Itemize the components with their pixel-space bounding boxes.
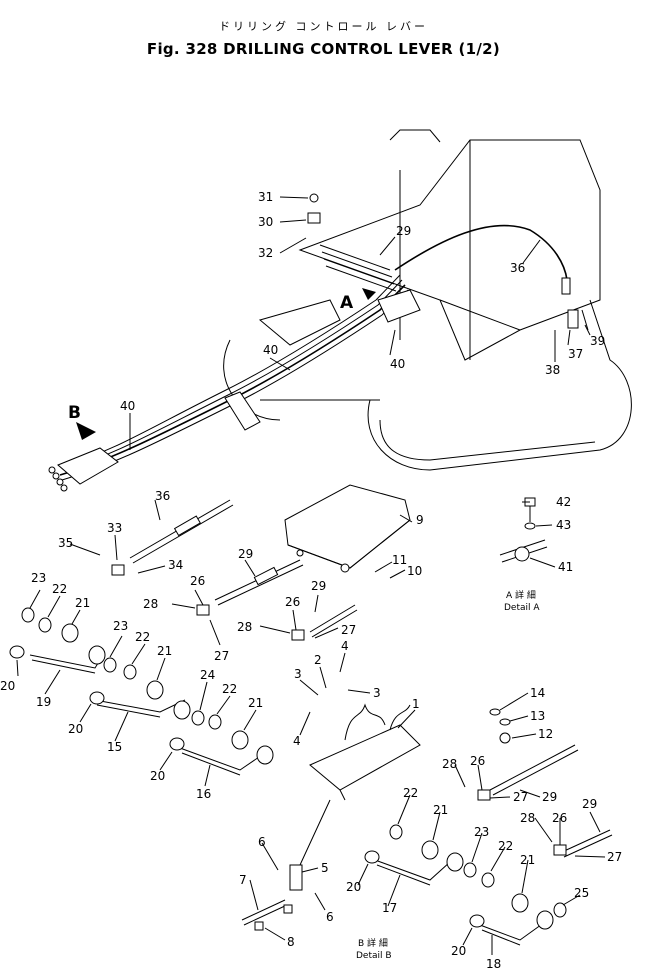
callout-38: 38 bbox=[545, 363, 560, 377]
detail-a-caption-en: Detail A bbox=[504, 603, 540, 613]
callout-21: 21 bbox=[157, 644, 172, 658]
callout-28: 28 bbox=[143, 597, 158, 611]
callout-26: 26 bbox=[190, 574, 205, 588]
figure-subtitle-jp: ドリリング コントロール レバー bbox=[219, 20, 428, 33]
callout-1: 1 bbox=[412, 697, 420, 711]
callout-4: 4 bbox=[341, 639, 349, 653]
callout-34: 34 bbox=[168, 558, 183, 572]
machine-body bbox=[223, 129, 632, 471]
callout-26: 26 bbox=[285, 595, 300, 609]
callout-31: 31 bbox=[258, 190, 273, 204]
callout-3: 3 bbox=[373, 686, 381, 700]
callout-13: 13 bbox=[530, 709, 545, 723]
detail-b-caption-jp: B 詳 細 bbox=[358, 937, 388, 949]
callout-22: 22 bbox=[403, 786, 418, 800]
callout-28: 28 bbox=[520, 811, 535, 825]
callout-27: 27 bbox=[607, 850, 622, 864]
callout-22: 22 bbox=[52, 582, 67, 596]
callout-14: 14 bbox=[530, 686, 545, 700]
callout-20: 20 bbox=[451, 944, 466, 958]
callout-18: 18 bbox=[486, 957, 501, 970]
figure-title: Fig. 328 DRILLING CONTROL LEVER (1/2) bbox=[146, 40, 501, 58]
callout-15: 15 bbox=[107, 740, 122, 754]
callout-10: 10 bbox=[407, 564, 422, 578]
callout-8: 8 bbox=[287, 935, 295, 949]
callout-19: 19 bbox=[36, 695, 51, 709]
callout-29: 29 bbox=[311, 579, 326, 593]
callout-37: 37 bbox=[568, 347, 583, 361]
callout-29: 29 bbox=[582, 797, 597, 811]
view-label-a: A bbox=[340, 293, 354, 313]
callout-29: 29 bbox=[238, 547, 253, 561]
callout-22: 22 bbox=[498, 839, 513, 853]
callout-16: 16 bbox=[196, 787, 211, 801]
callout-23: 23 bbox=[474, 825, 489, 839]
callout-36: 36 bbox=[155, 489, 170, 503]
callout-23: 23 bbox=[113, 619, 128, 633]
callout-36: 36 bbox=[510, 261, 525, 275]
callout-3: 3 bbox=[294, 667, 302, 681]
callout-6: 6 bbox=[326, 910, 334, 924]
callout-42: 42 bbox=[556, 495, 571, 509]
callout-25: 25 bbox=[574, 886, 589, 900]
part-callouts: 31 30 32 29 36 37 39 38 40 40 40 36 33 3… bbox=[0, 190, 622, 970]
callout-4: 4 bbox=[293, 734, 301, 748]
callout-26: 26 bbox=[470, 754, 485, 768]
callout-28: 28 bbox=[237, 620, 252, 634]
callout-6: 6 bbox=[258, 835, 266, 849]
callout-24: 24 bbox=[200, 668, 215, 682]
callout-7: 7 bbox=[239, 873, 247, 887]
callout-27: 27 bbox=[341, 623, 356, 637]
callout-43: 43 bbox=[556, 518, 571, 532]
callout-27: 27 bbox=[214, 649, 229, 663]
callout-20: 20 bbox=[68, 722, 83, 736]
leader-lines bbox=[16, 196, 606, 955]
callout-21: 21 bbox=[520, 853, 535, 867]
callout-39: 39 bbox=[590, 334, 605, 348]
callout-2: 2 bbox=[314, 653, 322, 667]
callout-11: 11 bbox=[392, 553, 407, 567]
callout-17: 17 bbox=[382, 901, 397, 915]
callout-40: 40 bbox=[263, 343, 278, 357]
callout-35: 35 bbox=[58, 536, 73, 550]
callout-32: 32 bbox=[258, 246, 273, 260]
callout-20: 20 bbox=[150, 769, 165, 783]
callout-29: 29 bbox=[396, 224, 411, 238]
cable-harness bbox=[48, 193, 589, 492]
callout-40: 40 bbox=[390, 357, 405, 371]
callout-5: 5 bbox=[321, 861, 329, 875]
callout-26: 26 bbox=[552, 811, 567, 825]
callout-27: 27 bbox=[513, 790, 528, 804]
callout-28: 28 bbox=[442, 757, 457, 771]
callout-33: 33 bbox=[107, 521, 122, 535]
callout-20: 20 bbox=[0, 679, 15, 693]
callout-20: 20 bbox=[346, 880, 361, 894]
callout-29: 29 bbox=[542, 790, 557, 804]
callout-21: 21 bbox=[433, 803, 448, 817]
detail-a-sketch bbox=[499, 497, 548, 563]
callout-21: 21 bbox=[248, 696, 263, 710]
detail-b-caption-en: Detail B bbox=[356, 951, 392, 961]
callout-21: 21 bbox=[75, 596, 90, 610]
view-label-b: B bbox=[68, 403, 81, 423]
callout-12: 12 bbox=[538, 727, 553, 741]
callout-30: 30 bbox=[258, 215, 273, 229]
console-pad bbox=[284, 484, 411, 573]
lever-assembly bbox=[9, 499, 613, 946]
callout-23: 23 bbox=[31, 571, 46, 585]
callout-40: 40 bbox=[120, 399, 135, 413]
callout-22: 22 bbox=[135, 630, 150, 644]
detail-a-caption-jp: A 詳 細 bbox=[506, 589, 536, 601]
callout-22: 22 bbox=[222, 682, 237, 696]
callout-41: 41 bbox=[558, 560, 573, 574]
callout-9: 9 bbox=[416, 513, 424, 527]
